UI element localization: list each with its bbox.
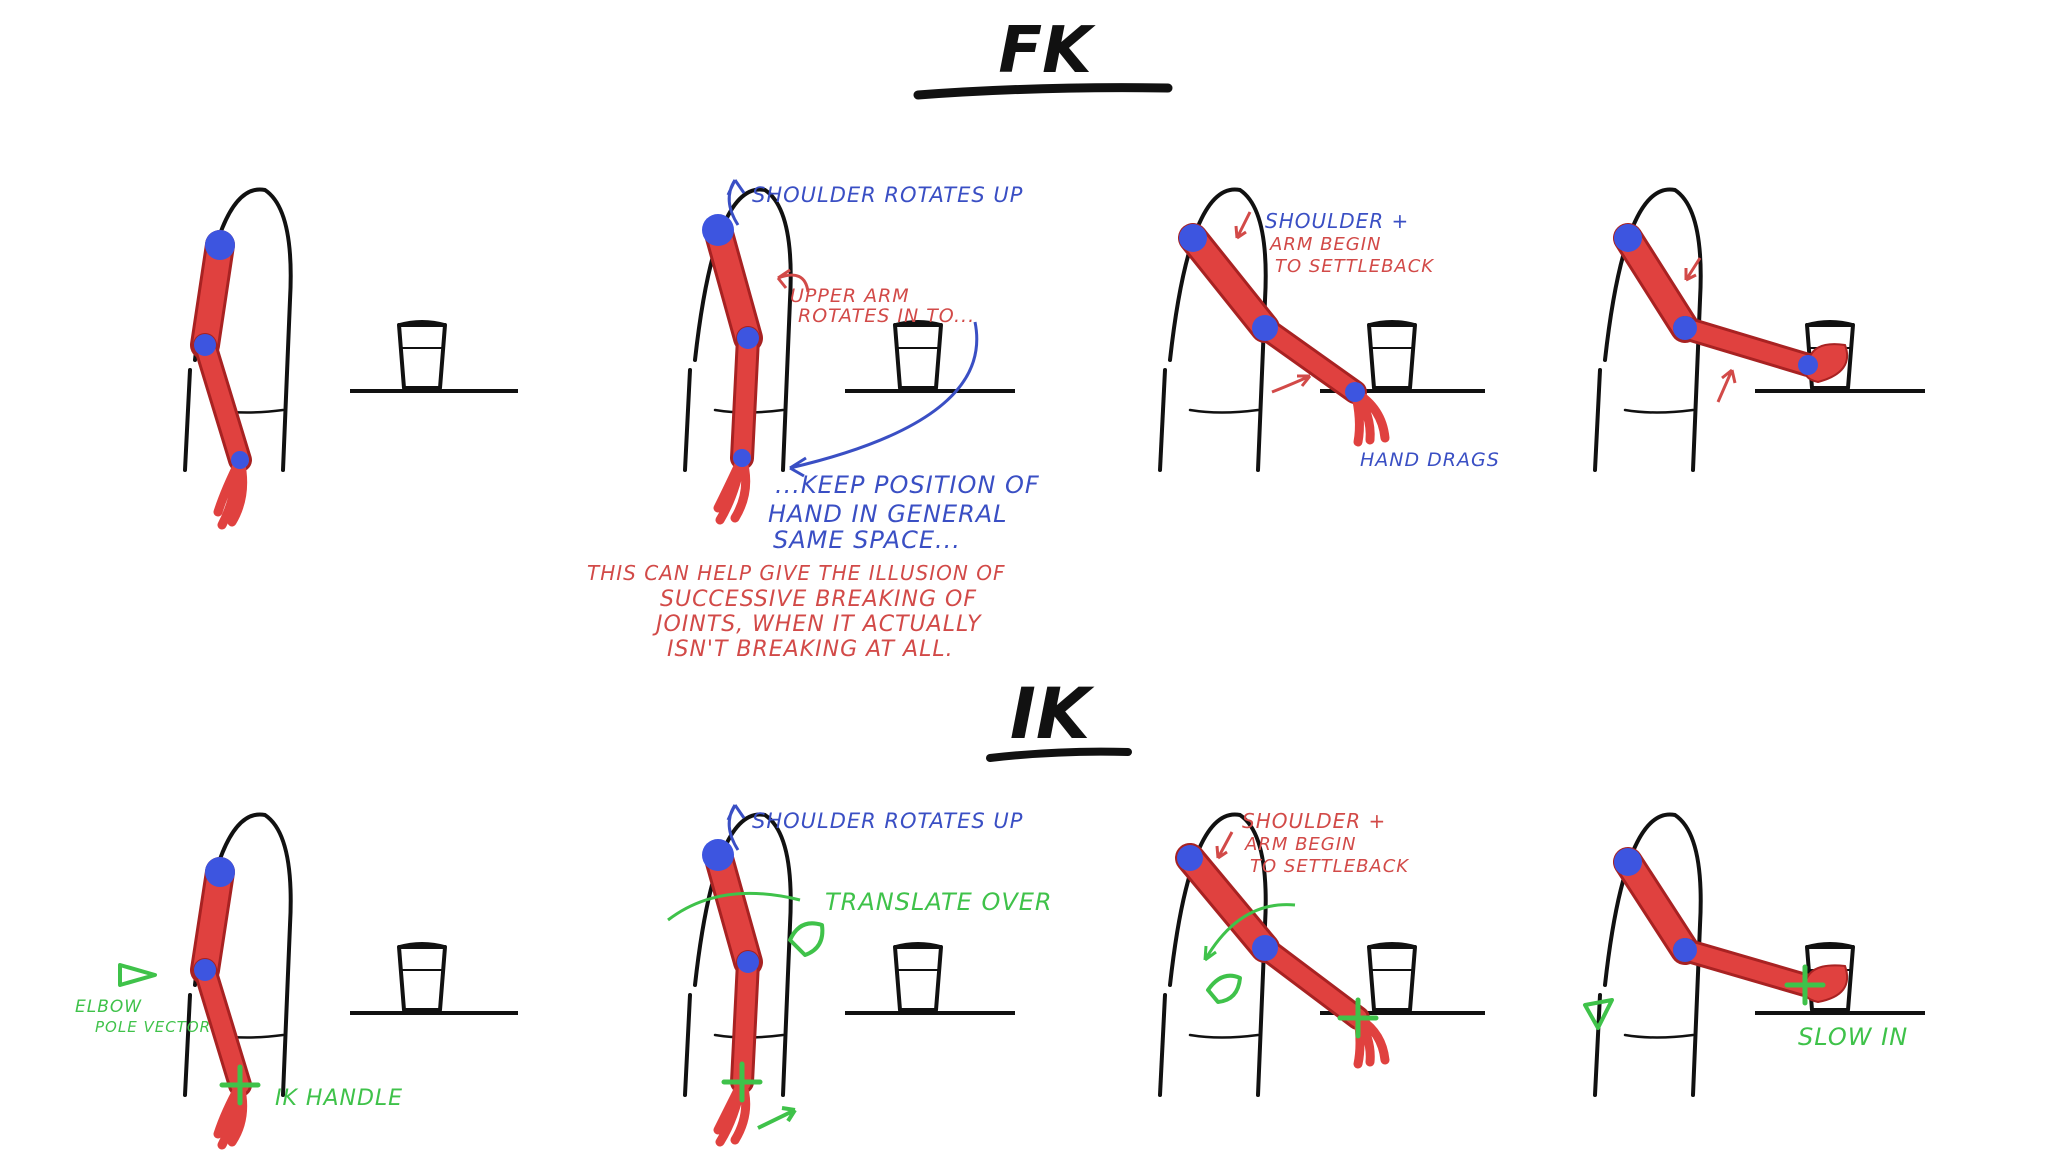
- fk-title-underline: [913, 83, 1173, 100]
- fk-pose-2: SHOULDER ROTATES UP UPPER ARM ROTATES IN…: [587, 179, 1040, 662]
- fk-note-illusion-2: SUCCESSIVE BREAKING OF: [660, 587, 977, 612]
- fk-pose-3: SHOULDER + ARM BEGIN TO SETTLEBACK HAND …: [1158, 187, 1500, 472]
- fk-note-illusion-3: JOINTS, WHEN IT ACTUALLY: [652, 612, 982, 637]
- fk-note-upper-arm-2: ROTATES IN TO...: [798, 305, 975, 327]
- pole-swing-arc: [1203, 903, 1296, 962]
- upper-arm-arrow: [776, 268, 810, 293]
- settle-arrow-lower: [1716, 368, 1737, 403]
- ik-pose-4: SLOW IN: [1583, 812, 1925, 1097]
- elbow-joint: [194, 959, 216, 981]
- elbow-joint: [1252, 935, 1278, 961]
- fk-title: FK: [998, 14, 1096, 88]
- arm: [1613, 847, 1849, 1004]
- glass: [892, 941, 944, 1012]
- pole-vector-icon: [118, 963, 157, 987]
- ik-handle-cross: [1337, 997, 1379, 1039]
- glass: [1366, 941, 1418, 1012]
- keep-position-arrow: [789, 321, 979, 478]
- pole-vector-icon: [788, 921, 825, 957]
- ik-note-slow-in: SLOW IN: [1798, 1023, 1908, 1051]
- shoulder-joint: [205, 857, 235, 887]
- fk-pose-4: [1593, 187, 1925, 472]
- fk-pose-1: [183, 187, 518, 530]
- wrist-joint: [1798, 355, 1818, 375]
- ik-pose-2: SHOULDER ROTATES UP TRANSLATE OVER: [667, 804, 1053, 1147]
- fk-note-keep-2: HAND IN GENERAL: [768, 500, 1008, 528]
- settle-arrow: [1215, 831, 1234, 860]
- ik-note-settle-3: TO SETTLEBACK: [1250, 856, 1409, 877]
- shoulder-joint: [205, 230, 235, 260]
- shoulder-joint: [702, 214, 734, 246]
- arm: [702, 214, 763, 525]
- ik-note-shoulder-up: SHOULDER ROTATES UP: [752, 809, 1023, 833]
- glass: [892, 319, 944, 390]
- wrist-joint: [1345, 382, 1365, 402]
- glass: [396, 941, 448, 1012]
- settle-arrow: [1684, 257, 1702, 282]
- fk-note-settle-3: TO SETTLEBACK: [1275, 256, 1434, 277]
- elbow-joint: [1252, 315, 1278, 341]
- arm: [1613, 223, 1849, 384]
- arm: [190, 857, 252, 1150]
- ik-note-settle-2: ARM BEGIN: [1244, 834, 1357, 855]
- elbow-joint: [194, 334, 216, 356]
- pole-vector-icon: [1206, 973, 1242, 1004]
- shoulder-joint: [1614, 224, 1642, 252]
- ik-handle-cross: [219, 1064, 261, 1106]
- ik-note-settle-1: SHOULDER +: [1242, 809, 1386, 833]
- elbow-joint: [1673, 938, 1697, 962]
- fk-note-keep-3: SAME SPACE...: [773, 526, 961, 554]
- elbow-joint: [737, 327, 759, 349]
- arm: [190, 230, 252, 530]
- ik-title-group: IK: [986, 673, 1132, 762]
- elbow-joint: [737, 951, 759, 973]
- fk-note-illusion-1: THIS CAN HELP GIVE THE ILLUSION OF: [587, 561, 1005, 585]
- shoulder-joint: [1177, 845, 1203, 871]
- wrist-joint: [733, 449, 751, 467]
- fk-note-settle-1: SHOULDER +: [1265, 209, 1409, 233]
- fk-note-upper-arm-1: UPPER ARM: [790, 285, 910, 307]
- arm: [1178, 223, 1390, 447]
- ik-title-underline: [986, 747, 1132, 762]
- shoulder-rotate-arrow: [726, 804, 746, 851]
- ik-note-elbow-1: ELBOW: [75, 997, 142, 1017]
- fk-note-illusion-4: ISN'T BREAKING AT ALL.: [667, 637, 954, 662]
- pole-swing-arc: [667, 891, 801, 922]
- fk-note-hand-drags: HAND DRAGS: [1360, 449, 1500, 471]
- ik-note-ik-handle: IK HANDLE: [275, 1086, 403, 1111]
- fk-note-keep-1: ...KEEP POSITION OF: [775, 471, 1040, 499]
- shoulder-joint: [702, 839, 734, 871]
- settle-arrow-lower: [1271, 374, 1312, 394]
- ik-title: IK: [1010, 673, 1095, 755]
- fk-note-shoulder-up: SHOULDER ROTATES UP: [752, 183, 1023, 207]
- fk-note-settle-2: ARM BEGIN: [1269, 234, 1382, 255]
- wrist-joint: [231, 451, 249, 469]
- settle-arrow: [1234, 211, 1252, 240]
- glass: [1366, 319, 1418, 390]
- glass: [396, 319, 448, 390]
- ik-handle-cross: [1784, 964, 1826, 1006]
- ik-note-translate: TRANSLATE OVER: [825, 888, 1053, 916]
- shoulder-rotate-arrow: [726, 179, 746, 226]
- ik-handle-cross: [721, 1061, 763, 1103]
- pole-vector-icon: [1583, 998, 1614, 1030]
- ik-pose-1: ELBOW POLE VECTOR IK HANDLE: [75, 812, 518, 1150]
- ik-note-elbow-2: POLE VECTOR: [95, 1018, 211, 1036]
- translate-arrow: [757, 1106, 797, 1130]
- shoulder-joint: [1179, 224, 1207, 252]
- fk-title-group: FK: [913, 14, 1173, 100]
- ik-pose-3: SHOULDER + ARM BEGIN TO SETTLEBACK: [1158, 809, 1485, 1097]
- elbow-joint: [1673, 316, 1697, 340]
- shoulder-joint: [1614, 848, 1642, 876]
